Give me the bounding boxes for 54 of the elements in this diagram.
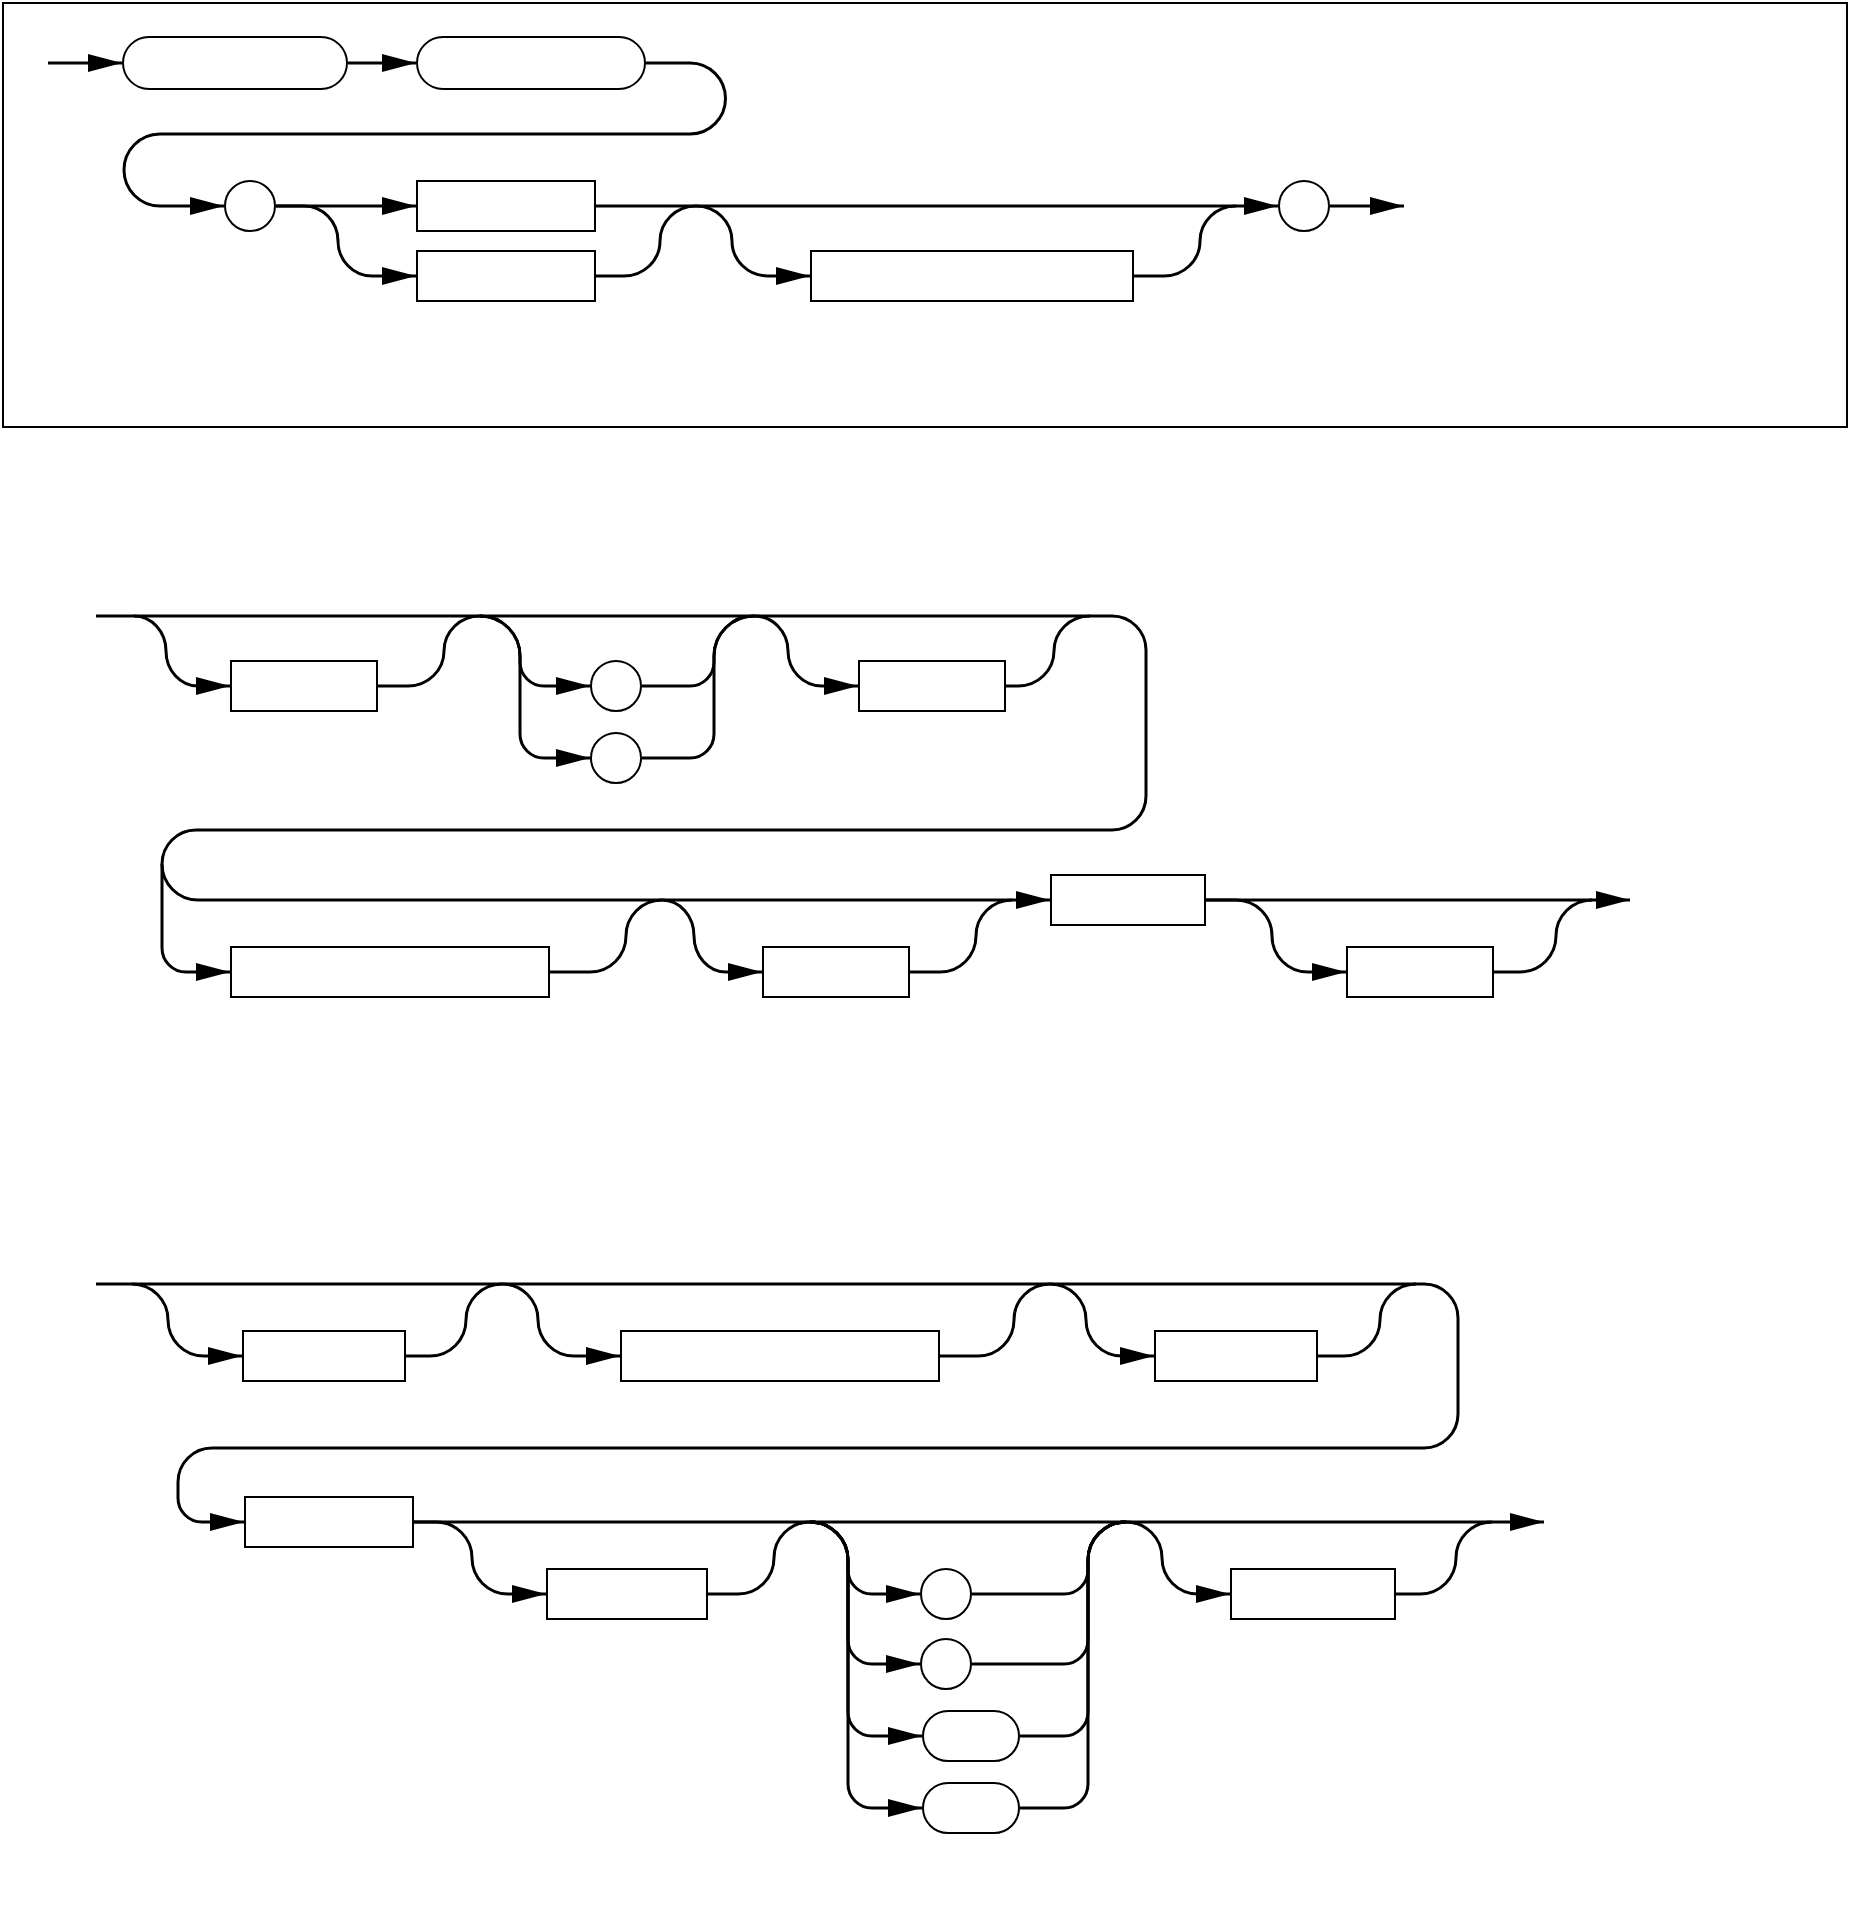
connector-line xyxy=(160,863,199,902)
arrow xyxy=(176,1282,1460,1531)
connector-line xyxy=(708,1520,811,1596)
rectangle-node xyxy=(1346,946,1494,998)
connector-line xyxy=(642,614,755,760)
connector-line xyxy=(596,204,697,278)
arrow xyxy=(1492,1513,1544,1531)
circle-node xyxy=(224,180,276,232)
connector-line xyxy=(1134,204,1237,278)
rectangle-node xyxy=(1230,1568,1396,1620)
rectangle-node xyxy=(242,1330,406,1382)
rectangle-node xyxy=(762,946,910,998)
connector-line xyxy=(550,898,663,974)
rectangle-node xyxy=(1154,1330,1318,1382)
connector-line xyxy=(1396,1520,1493,1596)
rectangle-node xyxy=(230,946,550,998)
connector-line xyxy=(1318,1282,1417,1358)
rectangle-node xyxy=(858,660,1006,712)
arrow xyxy=(1592,891,1630,909)
rounded-node xyxy=(122,36,348,90)
arrow xyxy=(48,54,122,72)
rectangle-node xyxy=(810,250,1134,302)
rounded-node xyxy=(922,1782,1020,1834)
rectangle-node xyxy=(416,180,596,232)
connector-line xyxy=(1020,1520,1127,1810)
connector-line xyxy=(940,1282,1051,1358)
connector-line xyxy=(910,898,1013,974)
rectangle-node xyxy=(620,1330,940,1382)
connector-line xyxy=(1006,614,1091,688)
arrow xyxy=(1236,197,1278,215)
circle-node xyxy=(920,1638,972,1690)
circle-node xyxy=(590,660,642,712)
connector-line xyxy=(96,1282,132,1286)
circle-node xyxy=(920,1568,972,1620)
rounded-node xyxy=(922,1710,1020,1762)
arrow xyxy=(1330,197,1404,215)
rectangle-node xyxy=(416,250,596,302)
connector-line xyxy=(406,1282,503,1358)
rounded-node xyxy=(416,36,646,90)
rectangle-node xyxy=(1050,874,1206,926)
circle-node xyxy=(1278,180,1330,232)
arrow xyxy=(122,61,727,215)
arrow xyxy=(348,54,416,72)
rectangle-node xyxy=(244,1496,414,1548)
connector-line xyxy=(378,614,481,688)
arrow xyxy=(1012,891,1050,909)
rectangle-node xyxy=(546,1568,708,1620)
connector-line xyxy=(160,614,1148,865)
connector-line xyxy=(96,614,134,618)
diagram-frame xyxy=(2,2,1848,428)
circle-node xyxy=(590,732,642,784)
arrow xyxy=(276,204,416,285)
rectangle-node xyxy=(230,660,378,712)
connector-line xyxy=(1494,898,1593,974)
